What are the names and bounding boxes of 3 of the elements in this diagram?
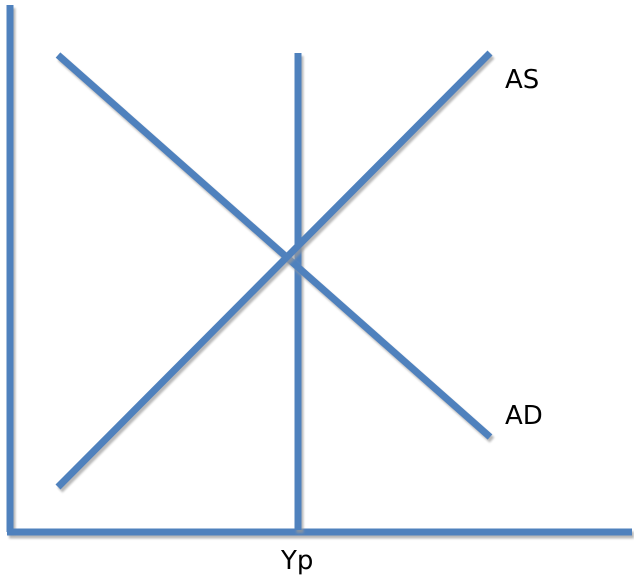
- curve-label: AD: [505, 403, 543, 429]
- axis-label: Yp: [281, 548, 314, 574]
- curve-label: AS: [505, 67, 540, 93]
